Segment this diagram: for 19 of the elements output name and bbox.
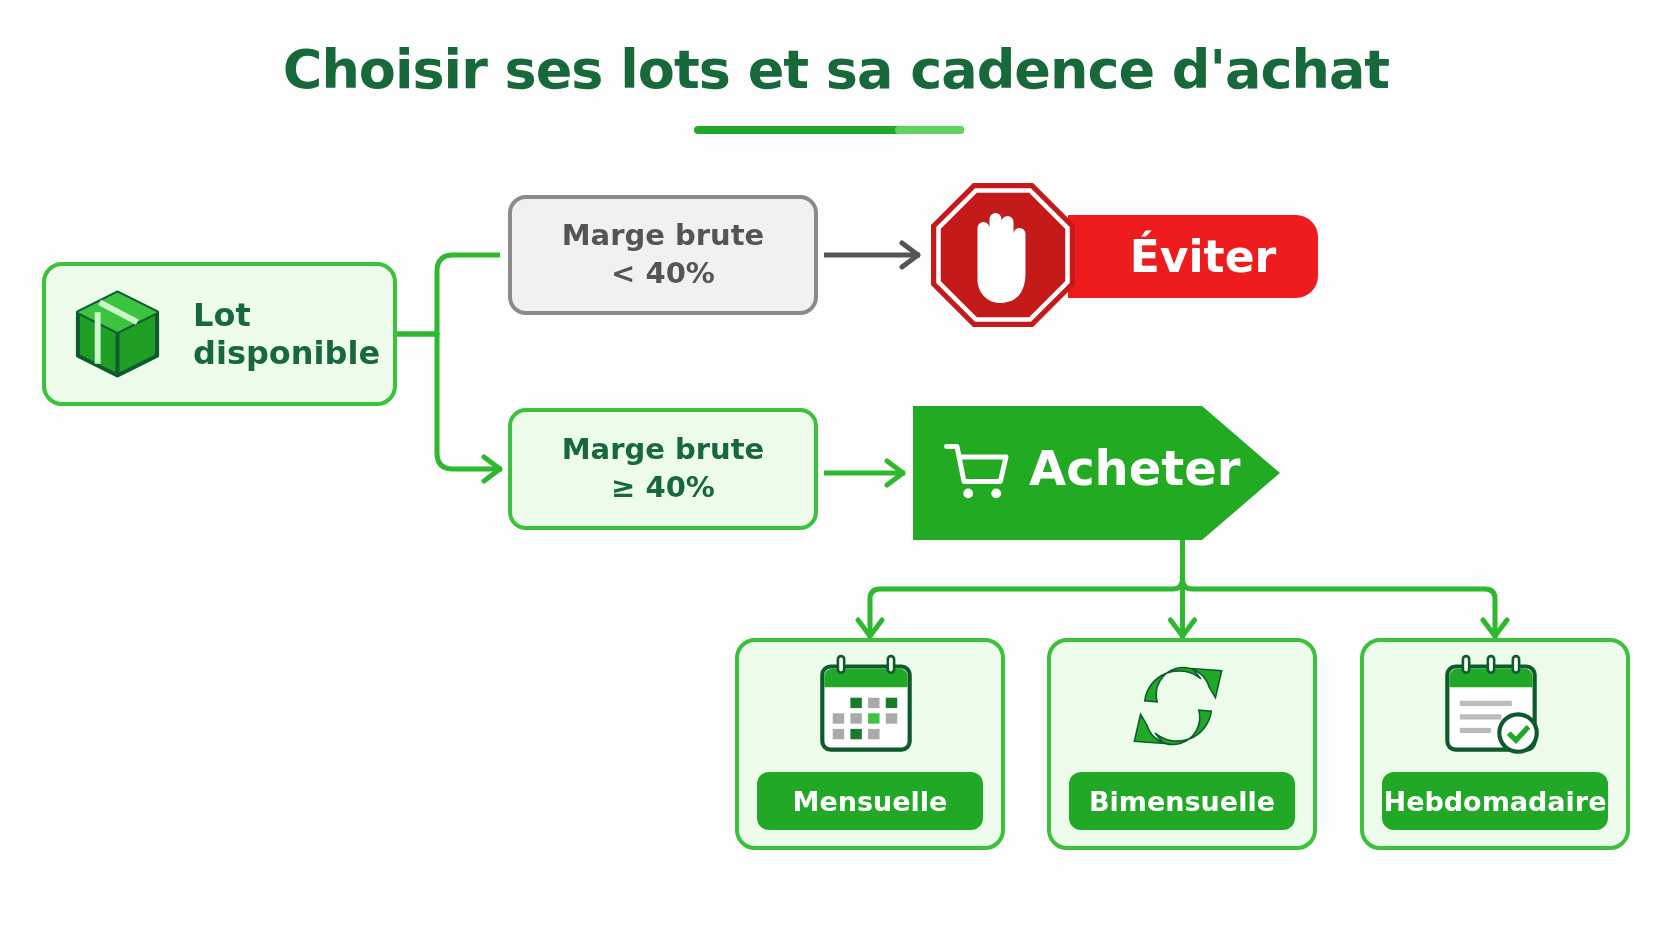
- frequency-label: Hebdomadaire: [1382, 772, 1608, 830]
- avoid-banner: Éviter: [1068, 215, 1318, 298]
- arrow: [824, 458, 906, 488]
- frequency-card: [1360, 638, 1630, 850]
- frequency-card: [1047, 638, 1317, 850]
- title: Choisir ses lots et sa cadence d'achat: [281, 38, 1391, 101]
- frequency-card: [735, 638, 1005, 850]
- node-text: Lot disponible: [193, 295, 382, 373]
- process-box: [42, 262, 397, 406]
- arrow: [824, 240, 921, 270]
- frequency-label: Mensuelle: [757, 772, 983, 830]
- frequency-label: Bimensuelle: [1069, 772, 1295, 830]
- arrow: [397, 331, 503, 484]
- condition-text: Marge brute ≥ 40%: [560, 431, 766, 506]
- condition-box: [508, 408, 818, 530]
- condition-text: Marge brute < 40%: [560, 217, 766, 292]
- condition-box: [508, 195, 818, 315]
- arrow: [1180, 540, 1510, 639]
- action-text: Acheter: [1029, 440, 1241, 496]
